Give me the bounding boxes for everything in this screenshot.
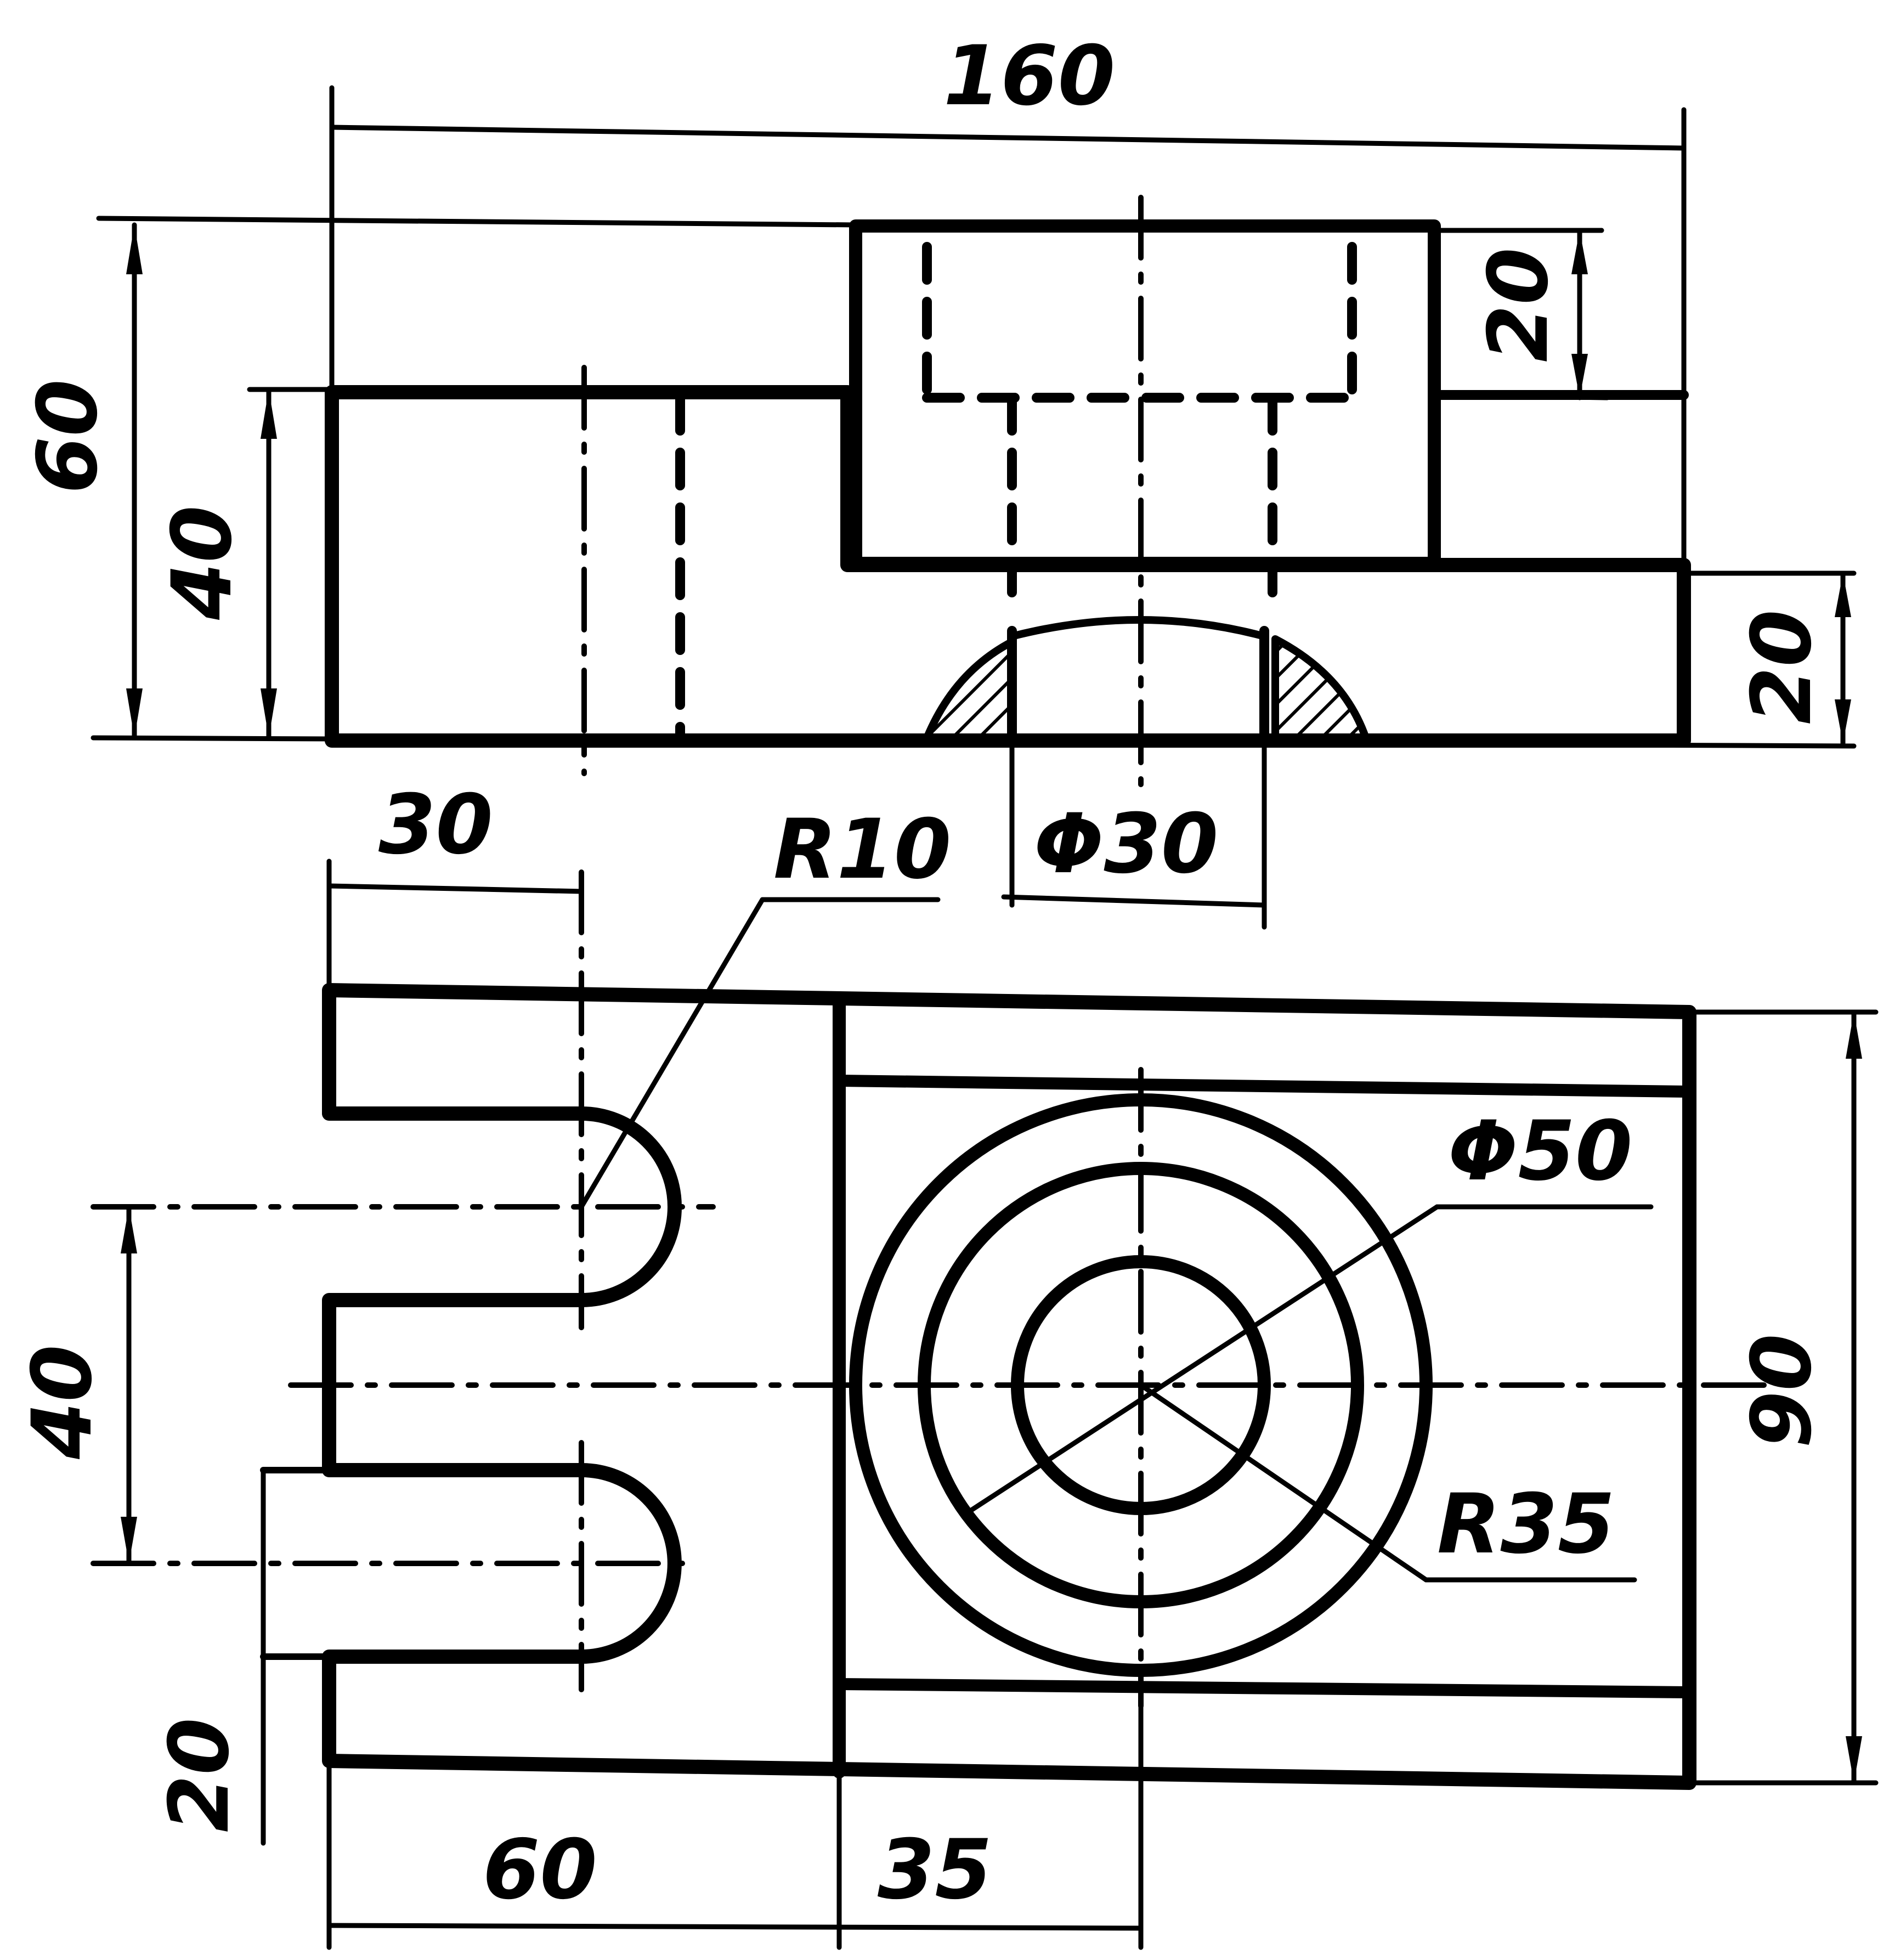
dim-slot-radius: R10: [773, 802, 951, 897]
front-view-hidden-lines: [675, 242, 1357, 743]
section-hatch-left: [923, 638, 1016, 742]
plan-view-top-edge: [833, 1075, 1695, 1098]
dim-slot-depth: 30: [378, 777, 493, 873]
dim-left-length: 60: [483, 1822, 597, 1918]
dim-boss-radius: R35: [1437, 1477, 1615, 1572]
plan-view: [91, 858, 1879, 1950]
dim-step-height: 40: [155, 505, 250, 620]
front-view-dimension-lines: [91, 85, 1857, 930]
dim-hole-diameter: Φ30: [1034, 797, 1218, 892]
plan-view-center-lines: [91, 869, 1769, 1709]
dim-counterbore-diameter: Φ50: [1448, 1104, 1632, 1199]
dimension-labels: 160 60 40 20 20 Φ30 30 R10 Φ50 R35 90 40…: [15, 29, 1830, 1918]
front-view: [91, 85, 1857, 930]
plan-view-arrowheads: [121, 1012, 1862, 1783]
dim-slot-width: 20: [152, 1718, 247, 1832]
plan-view-dimension-lines: [126, 858, 1879, 1950]
dim-height: 90: [1734, 1334, 1830, 1448]
front-view-arrowheads: [126, 225, 1851, 743]
dim-base-thickness: 20: [1734, 609, 1830, 724]
dim-overall-height: 60: [20, 379, 116, 494]
dim-center-offset: 35: [878, 1822, 992, 1918]
front-view-center-lines: [581, 195, 1144, 787]
section-hatch-right: [1271, 635, 1370, 742]
plan-view-bottom-edge: [833, 1678, 1695, 1698]
dim-slot-spacing: 40: [15, 1345, 110, 1460]
dim-top-depth: 20: [1471, 247, 1566, 362]
dim-overall-width: 160: [943, 29, 1115, 124]
